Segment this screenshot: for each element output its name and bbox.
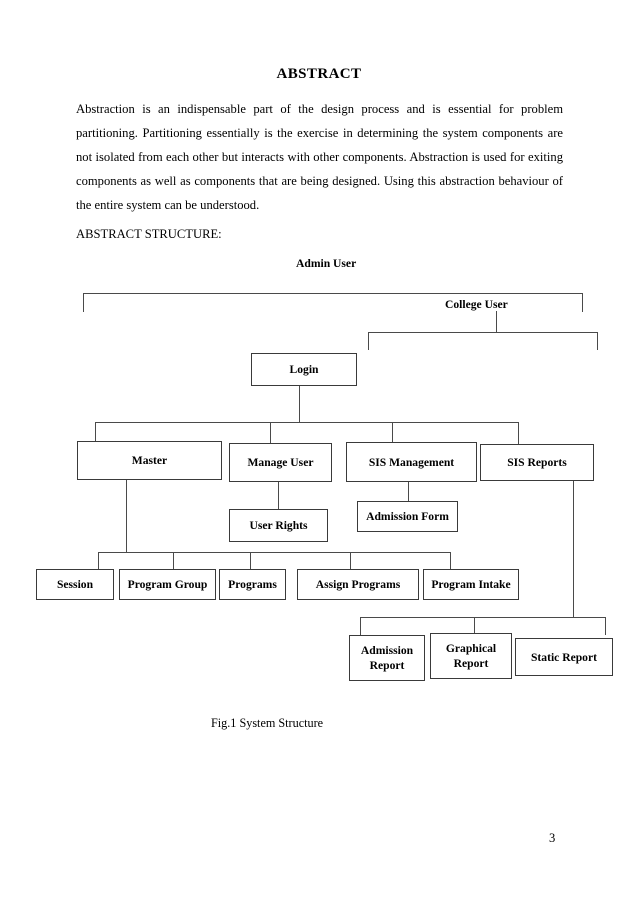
connector-bottom-drop-program-intake (450, 552, 451, 569)
connector-manage-user-to-user-rights (278, 482, 279, 509)
connector-admin-bracket (83, 293, 582, 294)
connector-master-drop (126, 480, 127, 552)
connector-admin-left-stub (83, 293, 84, 312)
diagram-node-static-report: Static Report (515, 638, 613, 676)
page-title: ABSTRACT (276, 66, 362, 82)
diagram-node-admin-user: Admin User (296, 257, 357, 270)
connector-college-bracket (368, 332, 597, 333)
diagram-node-admission-form: Admission Form (357, 501, 458, 532)
connector-bottom-bracket (98, 552, 450, 553)
diagram-node-programs: Programs (219, 569, 286, 600)
diagram-node-login: Login (251, 353, 357, 386)
abstract-structure-label: ABSTRACT STRUCTURE: (76, 227, 222, 241)
diagram-node-master: Master (77, 441, 222, 480)
diagram-node-user-rights: User Rights (229, 509, 328, 542)
abstract-paragraph: Abstraction is an indispensable part of … (76, 102, 563, 212)
diagram-node-sis-reports: SIS Reports (480, 444, 594, 481)
connector-college-right-stub (597, 332, 598, 350)
connector-bottom-drop-programs (250, 552, 251, 569)
connector-bottom-drop-assign-programs (350, 552, 351, 569)
connector-reports-drop-static (605, 617, 606, 635)
connector-main-bracket (95, 422, 518, 423)
connector-main-drop-sis-management (392, 422, 393, 442)
connector-main-drop-master (95, 422, 96, 441)
connector-reports-bracket (360, 617, 605, 618)
diagram-node-college-user: College User (441, 298, 512, 311)
connector-bottom-drop-session (98, 552, 99, 569)
connector-admin-right-stub (582, 293, 583, 312)
connector-college-drop (496, 311, 497, 332)
diagram-node-graphical-report: Graphical Report (430, 633, 512, 679)
diagram-node-program-group: Program Group (119, 569, 216, 600)
connector-sis-management-to-admission-form (408, 482, 409, 501)
connector-main-drop-sis-reports (518, 422, 519, 444)
diagram-node-admission-report: Admission Report (349, 635, 425, 681)
connector-reports-drop-graphical (474, 617, 475, 635)
connector-bottom-drop-program-group (173, 552, 174, 569)
page-number: 3 (549, 831, 556, 845)
connector-main-drop-manage-user (270, 422, 271, 443)
diagram-node-assign-programs: Assign Programs (297, 569, 419, 600)
connector-reports-drop-admission (360, 617, 361, 635)
diagram-node-program-intake: Program Intake (423, 569, 519, 600)
diagram-node-manage-user: Manage User (229, 443, 332, 482)
figure-caption: Fig.1 System Structure (211, 716, 324, 730)
diagram-node-session: Session (36, 569, 114, 600)
connector-login-drop (299, 386, 300, 422)
connector-college-left-stub (368, 332, 369, 350)
connector-sis-reports-drop (573, 481, 574, 617)
diagram-node-sis-management: SIS Management (346, 442, 477, 482)
